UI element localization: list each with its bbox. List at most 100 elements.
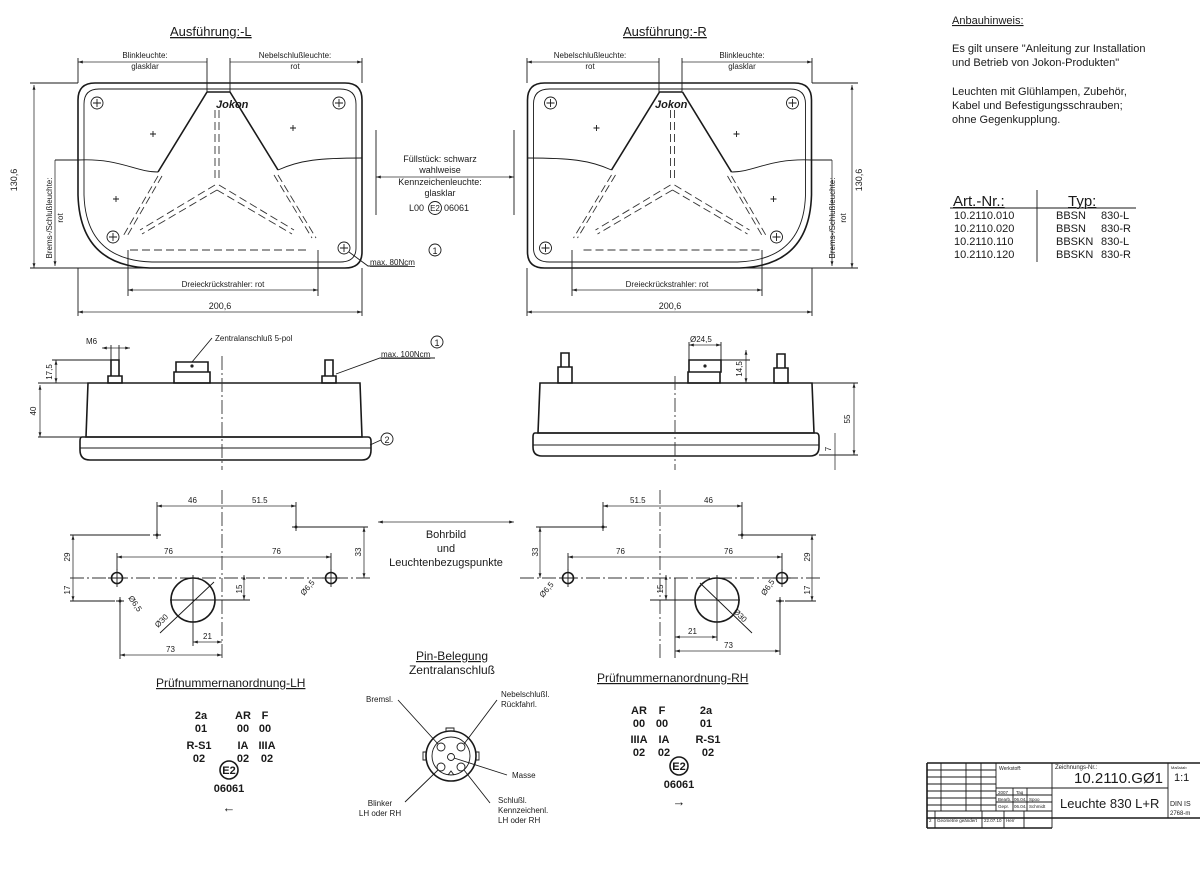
notes-line: ohne Gegenkupplung.	[952, 114, 1060, 126]
article-variant: 830-L	[1101, 236, 1129, 248]
code: F	[262, 710, 269, 722]
hole-icon	[107, 568, 127, 588]
drill-pattern-right: 51.5 46 76 76 33 29 17 15 21 73 Ø6,5 Ø6,…	[520, 490, 820, 660]
code: 02	[702, 747, 714, 759]
tb-name-2: Schmidt	[1029, 804, 1046, 809]
code: AR	[631, 705, 647, 717]
article-number: 10.2110.010	[954, 210, 1014, 222]
jokon-logo: Jokon	[216, 99, 249, 111]
dim-width: 200,6	[209, 301, 232, 311]
front-view-left: Ausführung:-L Jokon Blinkleuchte: glaskl…	[9, 24, 362, 316]
dim-40: 40	[29, 406, 38, 415]
approval-number: 06061	[664, 779, 695, 791]
caption-bohrbild: Bohrbild	[426, 529, 466, 541]
pin-masse: Masse	[512, 771, 536, 780]
article-type: BBSKN	[1056, 236, 1093, 248]
dim-76: 76	[272, 547, 281, 556]
code: R-S1	[695, 734, 720, 746]
e-mark-icon	[669, 756, 689, 776]
pin-assignment: Pin-Belegung Zentralanschluß Bremsl. Neb…	[359, 649, 550, 825]
dim-51-5: 51.5	[252, 496, 268, 505]
pin-rueckfahr: Rückfahrl.	[501, 700, 537, 709]
approval-prefix: L00	[409, 203, 424, 213]
approval-number: 06061	[214, 783, 245, 795]
approval-number: 06061	[444, 203, 469, 213]
note-1-circle	[428, 243, 442, 257]
drill-caption: Bohrbild und Leuchtenbezugspunkte	[378, 520, 514, 569]
tb-year: 2007	[998, 790, 1009, 795]
label-rot: rot	[56, 213, 65, 223]
dim-6-5: Ø6,5	[538, 580, 556, 599]
tb-gepr: Gepr.	[998, 804, 1009, 809]
label-connector: Zentralanschluß 5-pol	[215, 334, 293, 343]
article-variant: 830-L	[1101, 210, 1129, 222]
dim-6-5: Ø6,5	[759, 577, 777, 597]
fill-piece-label: Füllstück: schwarz	[403, 154, 477, 164]
note-2: 2	[384, 435, 389, 445]
code: 00	[633, 718, 645, 730]
dim-29: 29	[63, 552, 72, 561]
code: 02	[261, 753, 273, 765]
dim-15: 15	[656, 584, 665, 593]
dim-46: 46	[704, 496, 713, 505]
label-dreieck: Dreieckrückstrahler: rot	[182, 280, 265, 289]
dim-33: 33	[531, 547, 540, 556]
dim-51-5: 51.5	[630, 496, 646, 505]
tb-name: Leuchte 830 L+R	[1060, 796, 1159, 811]
torque-side: max. 100Ncm	[381, 350, 431, 359]
dim-width: 200,6	[659, 301, 682, 311]
tb-scale-label: Maßstab	[1171, 765, 1187, 770]
tb-date: 06.04.	[1014, 804, 1027, 809]
dim-30: Ø30	[732, 607, 749, 624]
dim-17: 17	[63, 585, 72, 594]
tb-drawing-no: 10.2110.GØ1	[1074, 770, 1163, 787]
hole-icon	[321, 568, 341, 588]
code: R-S1	[186, 740, 211, 752]
note-1: 1	[432, 246, 437, 256]
notes-line: und Betrieb von Jokon-Produkten"	[952, 57, 1119, 69]
label-brems: Brems-/Schlußleuchte:	[828, 178, 837, 259]
code: IA	[238, 740, 249, 752]
e-mark: E2	[222, 765, 235, 777]
tb-name-1: Spoo	[1029, 797, 1040, 802]
label-blinkleuchte: Blinkleuchte:	[122, 51, 167, 60]
plate-light-label: Kennzeichenleuchte:	[398, 177, 482, 187]
type-header: Typ:	[1068, 193, 1096, 210]
dim-76: 76	[164, 547, 173, 556]
approval-layout-lh: Prüfnummernanordnung-LH 2a AR F 01 00 00…	[156, 676, 305, 815]
label-rot: rot	[585, 62, 595, 71]
code: 00	[259, 723, 271, 735]
approval-lh-title: Prüfnummernanordnung-LH	[156, 676, 305, 690]
dim-55: 55	[843, 414, 852, 423]
notes-heading: Anbauhinweis:	[952, 15, 1024, 27]
dim-14-5: 14,5	[735, 361, 744, 377]
hole-icon	[772, 568, 792, 588]
tb-scale: 1:1	[1174, 772, 1189, 784]
tb-din: DIN IS	[1170, 801, 1191, 808]
notes-line: Leuchten mit Glühlampen, Zubehör,	[952, 86, 1127, 98]
code: IIIA	[630, 734, 647, 746]
installation-notes: Anbauhinweis: Es gilt unsere "Anleitung …	[952, 15, 1145, 126]
arrow-left-icon: ←	[223, 800, 236, 815]
dim-73: 73	[166, 645, 175, 654]
dim-46: 46	[188, 496, 197, 505]
pin-schluss-side: LH oder RH	[498, 816, 540, 825]
code: IIIA	[258, 740, 275, 752]
dim-m6: M6	[86, 337, 98, 346]
tb-tag: Tag	[1016, 790, 1024, 795]
dim-6-5: Ø6,5	[126, 594, 144, 614]
pin-kennzeichen: Kennzeichenl.	[498, 806, 548, 815]
pin-blinker-side: LH oder RH	[359, 809, 401, 818]
left-view-title: Ausführung:-L	[170, 24, 252, 39]
approval-layout-rh: Prüfnummernanordnung-RH AR F 2a 00 00 01…	[597, 671, 748, 809]
fill-piece-option: wahlweise	[418, 165, 461, 175]
jokon-logo: Jokon	[655, 99, 688, 111]
side-view-left: M6 Zentralanschluß 5-pol max. 100Ncm 1 2…	[29, 334, 444, 470]
code: F	[659, 705, 666, 717]
front-view-right: Ausführung:-R Jokon Nebelschlußleuchte: …	[527, 24, 864, 316]
article-number: 10.2110.110	[954, 236, 1014, 248]
notes-line: Kabel und Befestigungsschrauben;	[952, 100, 1123, 112]
title-block: Werkstoff: Zeichnungs-Nr.: 10.2110.GØ1 M…	[926, 762, 1200, 829]
dim-76: 76	[724, 547, 733, 556]
pin-subtitle: Zentralanschluß	[409, 663, 495, 677]
